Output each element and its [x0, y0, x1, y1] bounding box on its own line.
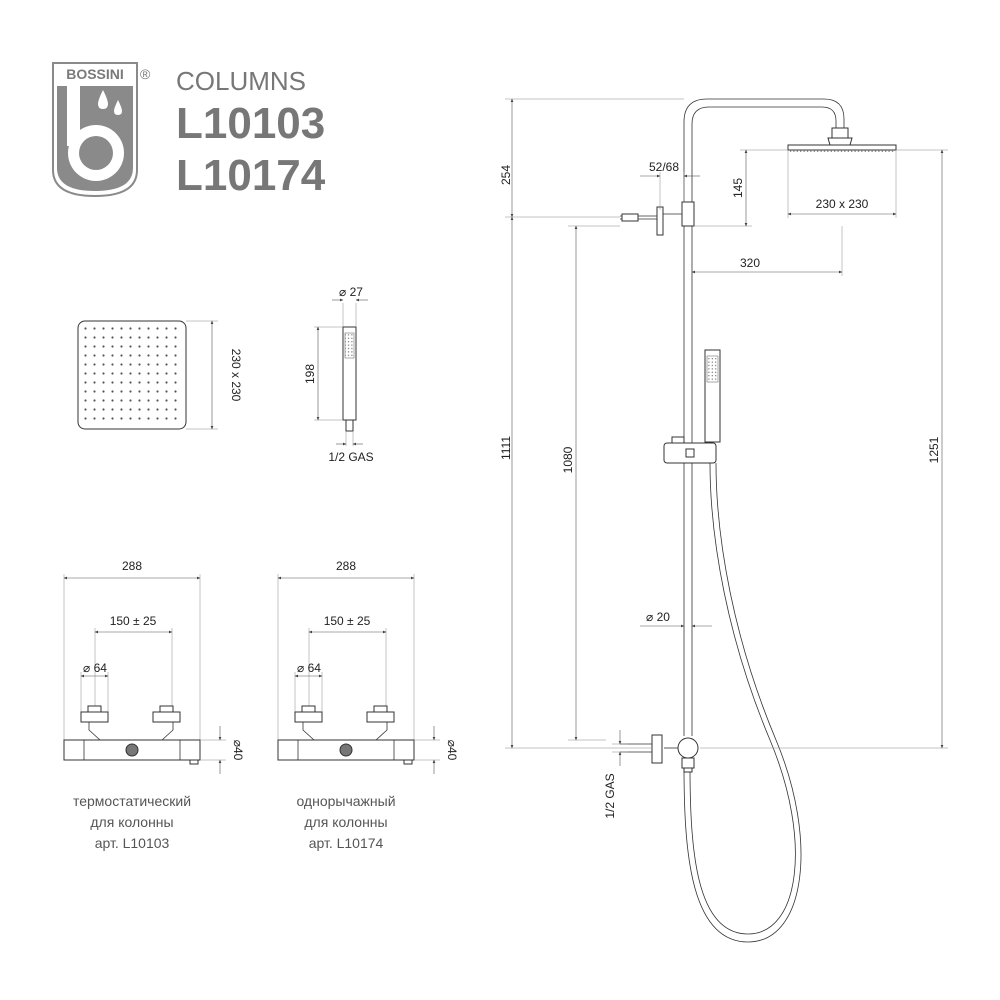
max-height-label: 1251 — [927, 436, 941, 463]
mixer-2-caption-line-2: для колонны — [304, 814, 387, 830]
inlet-thread-label: 1/2 GAS — [603, 773, 617, 818]
hand-shower-length-label: 198 — [303, 364, 317, 384]
mixer-1-caption-line-3: арт. L10103 — [95, 835, 170, 851]
mixer-1-spacing-label: 150 ± 25 — [110, 614, 157, 628]
head-size-label: 230 x 230 — [816, 197, 869, 211]
water-drop-icon — [114, 100, 122, 115]
series-name: COLUMNS — [176, 66, 306, 96]
mixer-1-width-label: 288 — [122, 559, 142, 573]
mixer-1-height-label: ⌀40 — [231, 740, 245, 761]
mixer-thermostatic-drawing: 288 150 ± 25 ⌀ 64 ⌀40 — [63, 559, 245, 774]
mixer-1-caption-line-1: термостатический — [73, 793, 191, 809]
hand-shower-drawing: ⌀ 27 198 1/2 GAS — [303, 285, 374, 464]
mixer-2-width-label: 288 — [336, 559, 356, 573]
lower-height-label: 1080 — [561, 446, 575, 473]
brand-name: BOSSINI — [66, 66, 124, 82]
shower-head-size-label: 230 x 230 — [229, 349, 243, 402]
mixer-2-spacing-label: 150 ± 25 — [324, 614, 371, 628]
hand-shower-thread-label: 1/2 GAS — [328, 450, 373, 464]
hand-shower-diameter-label: ⌀ 27 — [339, 285, 363, 299]
mixer-2-caption-line-3: арт. L10174 — [309, 835, 384, 851]
head-reach-label: 320 — [740, 256, 760, 270]
registered-mark: ® — [140, 66, 151, 82]
shower-column-drawing — [620, 98, 897, 943]
mixer-1-knob-label: ⌀ 64 — [83, 661, 107, 675]
total-height-label: 1111 — [499, 436, 513, 460]
mixer-single-lever-drawing: 288 150 ± 25 ⌀ 64 ⌀40 — [277, 559, 459, 774]
water-drop-icon — [98, 90, 108, 109]
model-code-2: L10174 — [176, 151, 326, 200]
mixer-2-knob-label: ⌀ 64 — [297, 661, 321, 675]
mixer-2-caption-line-1: однорычажный — [296, 793, 395, 809]
column-dimensions: 254 1111 1080 52/68 145 230 x 230 320 — [499, 98, 948, 819]
mixer-1-caption-line-2: для колонны — [90, 814, 173, 830]
brand-logo: BOSSINI — [52, 62, 138, 198]
pipe-diameter-label: ⌀ 20 — [646, 610, 670, 624]
arm-offset-label: 52/68 — [649, 160, 679, 174]
mixer-2-height-label: ⌀40 — [445, 740, 459, 761]
shower-head-top-view: 230 x 230 — [77, 320, 243, 430]
model-code-1: L10103 — [176, 99, 325, 148]
head-drop-label: 145 — [731, 178, 745, 198]
arm-height-label: 254 — [499, 165, 513, 185]
